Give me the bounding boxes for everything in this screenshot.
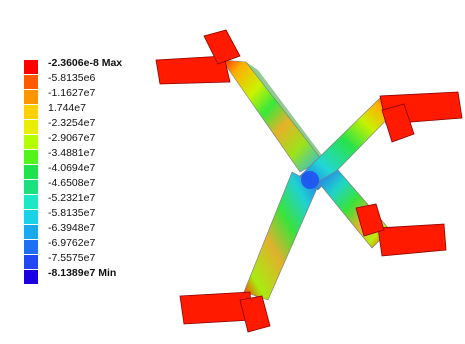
legend-label-11: -6.3948e7 bbox=[48, 222, 96, 234]
legend-swatch-1 bbox=[24, 75, 38, 89]
legend-swatch-11 bbox=[24, 225, 38, 239]
legend-label-9: -5.2321e7 bbox=[48, 192, 96, 204]
legend-swatch-9 bbox=[24, 195, 38, 209]
legend-swatch-6 bbox=[24, 150, 38, 164]
contour-legend: -2.3606e-8 Max -5.8135e6 -1.1627e7 1.744… bbox=[0, 0, 200, 344]
legend-swatch-13 bbox=[24, 255, 38, 269]
legend-swatch-5 bbox=[24, 135, 38, 149]
legend-label-4: -2.3254e7 bbox=[48, 117, 96, 129]
legend-label-8: -4.6508e7 bbox=[48, 177, 96, 189]
legend-swatch-3 bbox=[24, 105, 38, 119]
legend-label-12: -6.9762e7 bbox=[48, 237, 96, 249]
legend-label-0: -2.3606e-8 Max bbox=[48, 57, 123, 69]
legend-swatch-10 bbox=[24, 210, 38, 224]
legend-swatch-2 bbox=[24, 90, 38, 104]
legend-label-13: -7.5575e7 bbox=[48, 252, 96, 264]
legend-label-7: -4.0694e7 bbox=[48, 162, 96, 174]
legend-label-10: -5.8135e7 bbox=[48, 207, 96, 219]
legend-swatch-8 bbox=[24, 180, 38, 194]
legend-swatch-14 bbox=[24, 270, 38, 284]
legend-label-14: -8.1389e7 Min bbox=[48, 267, 117, 279]
legend-label-5: -2.9067e7 bbox=[48, 132, 96, 144]
legend-swatch-0 bbox=[24, 60, 38, 74]
legend-swatch-12 bbox=[24, 240, 38, 254]
legend-label-3: 1.744e7 bbox=[48, 102, 86, 114]
legend-swatch-4 bbox=[24, 120, 38, 134]
legend-swatch-7 bbox=[24, 165, 38, 179]
legend-label-6: -3.4881e7 bbox=[48, 147, 96, 159]
legend-label-2: -1.1627e7 bbox=[48, 87, 96, 99]
legend-label-1: -5.8135e6 bbox=[48, 72, 96, 84]
